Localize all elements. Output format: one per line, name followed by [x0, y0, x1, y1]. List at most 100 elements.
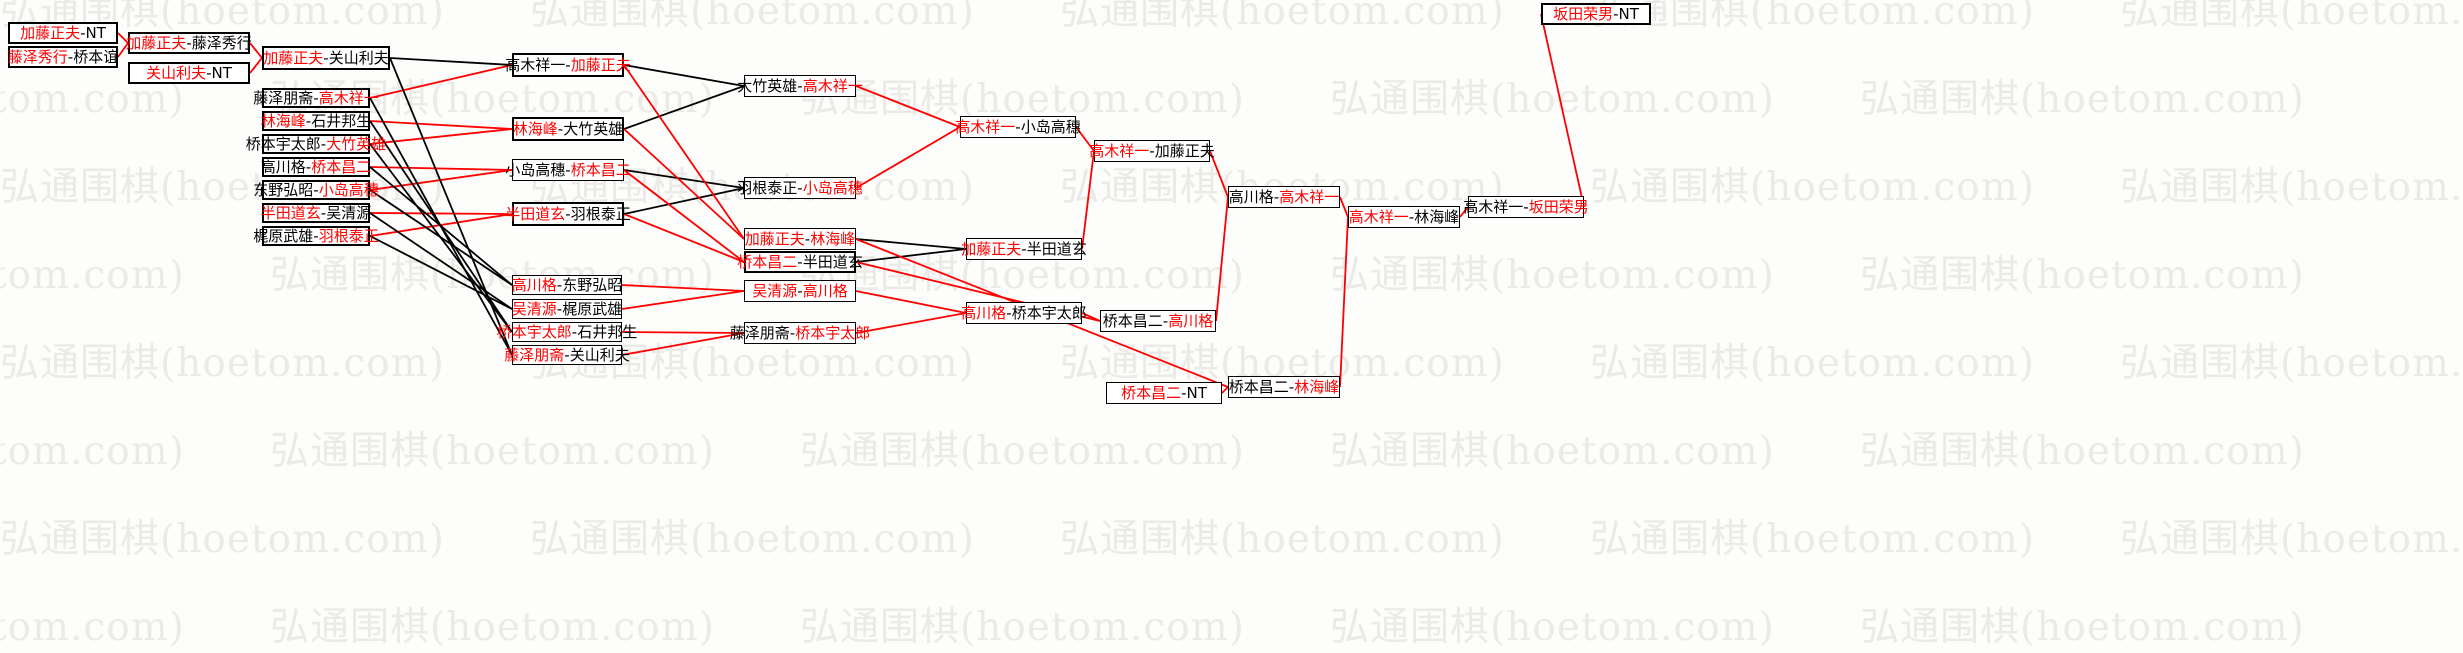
match-node[interactable]: 梶原武雄-羽根泰正 [253, 226, 379, 246]
match-node[interactable]: 大竹英雄-高木祥一 [737, 75, 863, 97]
player-right: 高川格 [1168, 311, 1214, 330]
match-separator: - [1149, 141, 1155, 160]
match-separator: - [565, 204, 571, 223]
bracket-edge [369, 212, 513, 215]
player-left: 桥本宇太郎 [245, 134, 321, 153]
bracket-edge [855, 312, 967, 334]
match-separator: - [1288, 377, 1295, 396]
match-node[interactable]: 桥本昌二-半田道玄 [737, 251, 863, 273]
match-separator: - [320, 134, 327, 153]
match-node[interactable]: 半田道玄-羽根泰正 [505, 202, 631, 226]
match-node[interactable]: 小岛高穗-桥本昌二 [505, 159, 631, 181]
player-right: 小岛高穗 [1020, 117, 1081, 136]
match-node[interactable]: 吴清源-高川格 [744, 280, 856, 302]
player-right: 加藤正夫 [570, 55, 631, 74]
match-node[interactable]: 坂田荣男-NT [1541, 3, 1651, 25]
match-node[interactable]: 高木祥一-小岛高穗 [955, 116, 1081, 138]
match-node[interactable]: 高木祥一-加藤正夫 [505, 53, 631, 77]
match-node[interactable]: 高木祥一-加藤正夫 [1089, 140, 1215, 162]
player-left: 加藤正夫 [961, 239, 1022, 258]
match-separator: - [1006, 303, 1012, 322]
match-node[interactable]: 林海峰-石井邦生 [260, 111, 371, 131]
player-left: 林海峰 [260, 111, 306, 130]
match-node[interactable]: 藤泽朋斋-桥本宇太郎 [730, 322, 870, 344]
match-node[interactable]: 加藤正夫-NT [8, 22, 118, 44]
bracket-edge [1459, 206, 1469, 218]
match-separator: - [571, 322, 578, 341]
match-node[interactable]: 藤泽朋斋-关山利夫 [504, 345, 630, 365]
match-separator: - [1162, 311, 1169, 330]
match-node[interactable]: 高川格-桥本宇太郎 [961, 302, 1087, 324]
match-node[interactable]: 高木祥一-坂田荣男 [1463, 196, 1589, 218]
match-separator: - [313, 226, 319, 245]
match-node[interactable]: 羽根泰正-小岛高穗 [737, 177, 863, 199]
player-left: 桥本昌二 [1228, 377, 1289, 396]
player-left: 加藤正夫 [263, 48, 324, 67]
match-node[interactable]: 关山利夫-NT [128, 62, 250, 84]
match-node[interactable]: 半田道玄-吴清源 [261, 203, 371, 223]
player-left: 高木祥一 [1463, 197, 1524, 216]
bracket-edge [623, 169, 745, 189]
match-node[interactable]: 加藤正夫-林海峰 [744, 228, 856, 250]
match-separator: - [67, 47, 74, 66]
player-right: 桥本宇太郎 [795, 323, 871, 342]
match-separator: - [797, 178, 803, 197]
bracket-edge [623, 187, 745, 215]
bracket-edge [369, 235, 513, 310]
match-node[interactable]: 高川格-高木祥一 [1228, 186, 1340, 208]
match-separator: - [1021, 239, 1027, 258]
match-separator: - [804, 229, 811, 248]
player-right: 林海峰 [1294, 377, 1340, 396]
player-left: 高木祥一 [1089, 141, 1150, 160]
match-node[interactable]: 高川格-桥本昌二 [260, 157, 371, 177]
match-node[interactable]: 桥本宇太郎-石井邦生 [497, 322, 637, 342]
bracket-edge [623, 85, 745, 130]
bracket-edge [1215, 196, 1229, 322]
match-separator: - [80, 23, 86, 42]
match-node[interactable]: 藤泽秀行-桥本谊 [8, 46, 118, 68]
match-separator: - [1613, 4, 1619, 23]
match-node[interactable]: 藤泽朋斋-高木祥一 [253, 88, 379, 108]
match-separator: - [305, 157, 312, 176]
bracket-edge [249, 57, 263, 74]
bracket-edge [369, 120, 513, 130]
player-right: 大竹英雄 [563, 119, 624, 138]
player-left: 羽根泰正 [737, 178, 798, 197]
match-separator: - [1015, 117, 1021, 136]
player-right: 林海峰 [810, 229, 856, 248]
bracket-edge [369, 64, 513, 99]
match-separator: - [313, 88, 319, 107]
player-right: 高木祥一 [318, 88, 379, 107]
player-left: 东野弘昭 [253, 180, 314, 199]
player-right: 石井邦生 [577, 322, 638, 341]
match-node[interactable]: 林海峰-大竹英雄 [512, 117, 624, 141]
match-separator: - [305, 111, 312, 130]
player-right: 羽根泰正 [570, 204, 631, 223]
match-separator: - [797, 76, 803, 95]
match-node[interactable]: 高川格-东野弘昭 [512, 275, 622, 295]
bracket-edge [1081, 150, 1095, 250]
bracket-edge [369, 189, 513, 286]
bracket-edge [621, 331, 745, 334]
match-node[interactable]: 加藤正夫-藤泽秀行 [126, 32, 252, 54]
player-right: 桥本宇太郎 [1011, 303, 1087, 322]
player-right: 大竹英雄 [326, 134, 387, 153]
match-node[interactable]: 东野弘昭-小岛高穗 [253, 180, 379, 200]
player-left: 大竹英雄 [737, 76, 798, 95]
match-node[interactable]: 吴清源-梶原武雄 [512, 299, 622, 319]
player-right: 桥本谊 [73, 47, 119, 66]
match-separator: - [1181, 383, 1187, 402]
match-node[interactable]: 桥本宇太郎-大竹英雄 [246, 134, 386, 154]
match-node[interactable]: 高木祥一-林海峰 [1348, 206, 1460, 228]
match-node[interactable]: 加藤正夫-半田道玄 [961, 238, 1087, 260]
bracket-edge [621, 290, 745, 310]
match-node[interactable]: 桥本昌二-高川格 [1100, 310, 1216, 332]
match-separator: - [797, 281, 803, 300]
match-node[interactable]: 桥本昌二-NT [1106, 382, 1222, 404]
bracket-edge [369, 166, 513, 286]
player-left: 高川格 [260, 157, 306, 176]
bracket-edge [855, 126, 961, 189]
player-right: 半田道玄 [802, 252, 863, 271]
match-node[interactable]: 桥本昌二-林海峰 [1228, 376, 1340, 398]
match-node[interactable]: 加藤正夫-关山利夫 [262, 46, 390, 70]
